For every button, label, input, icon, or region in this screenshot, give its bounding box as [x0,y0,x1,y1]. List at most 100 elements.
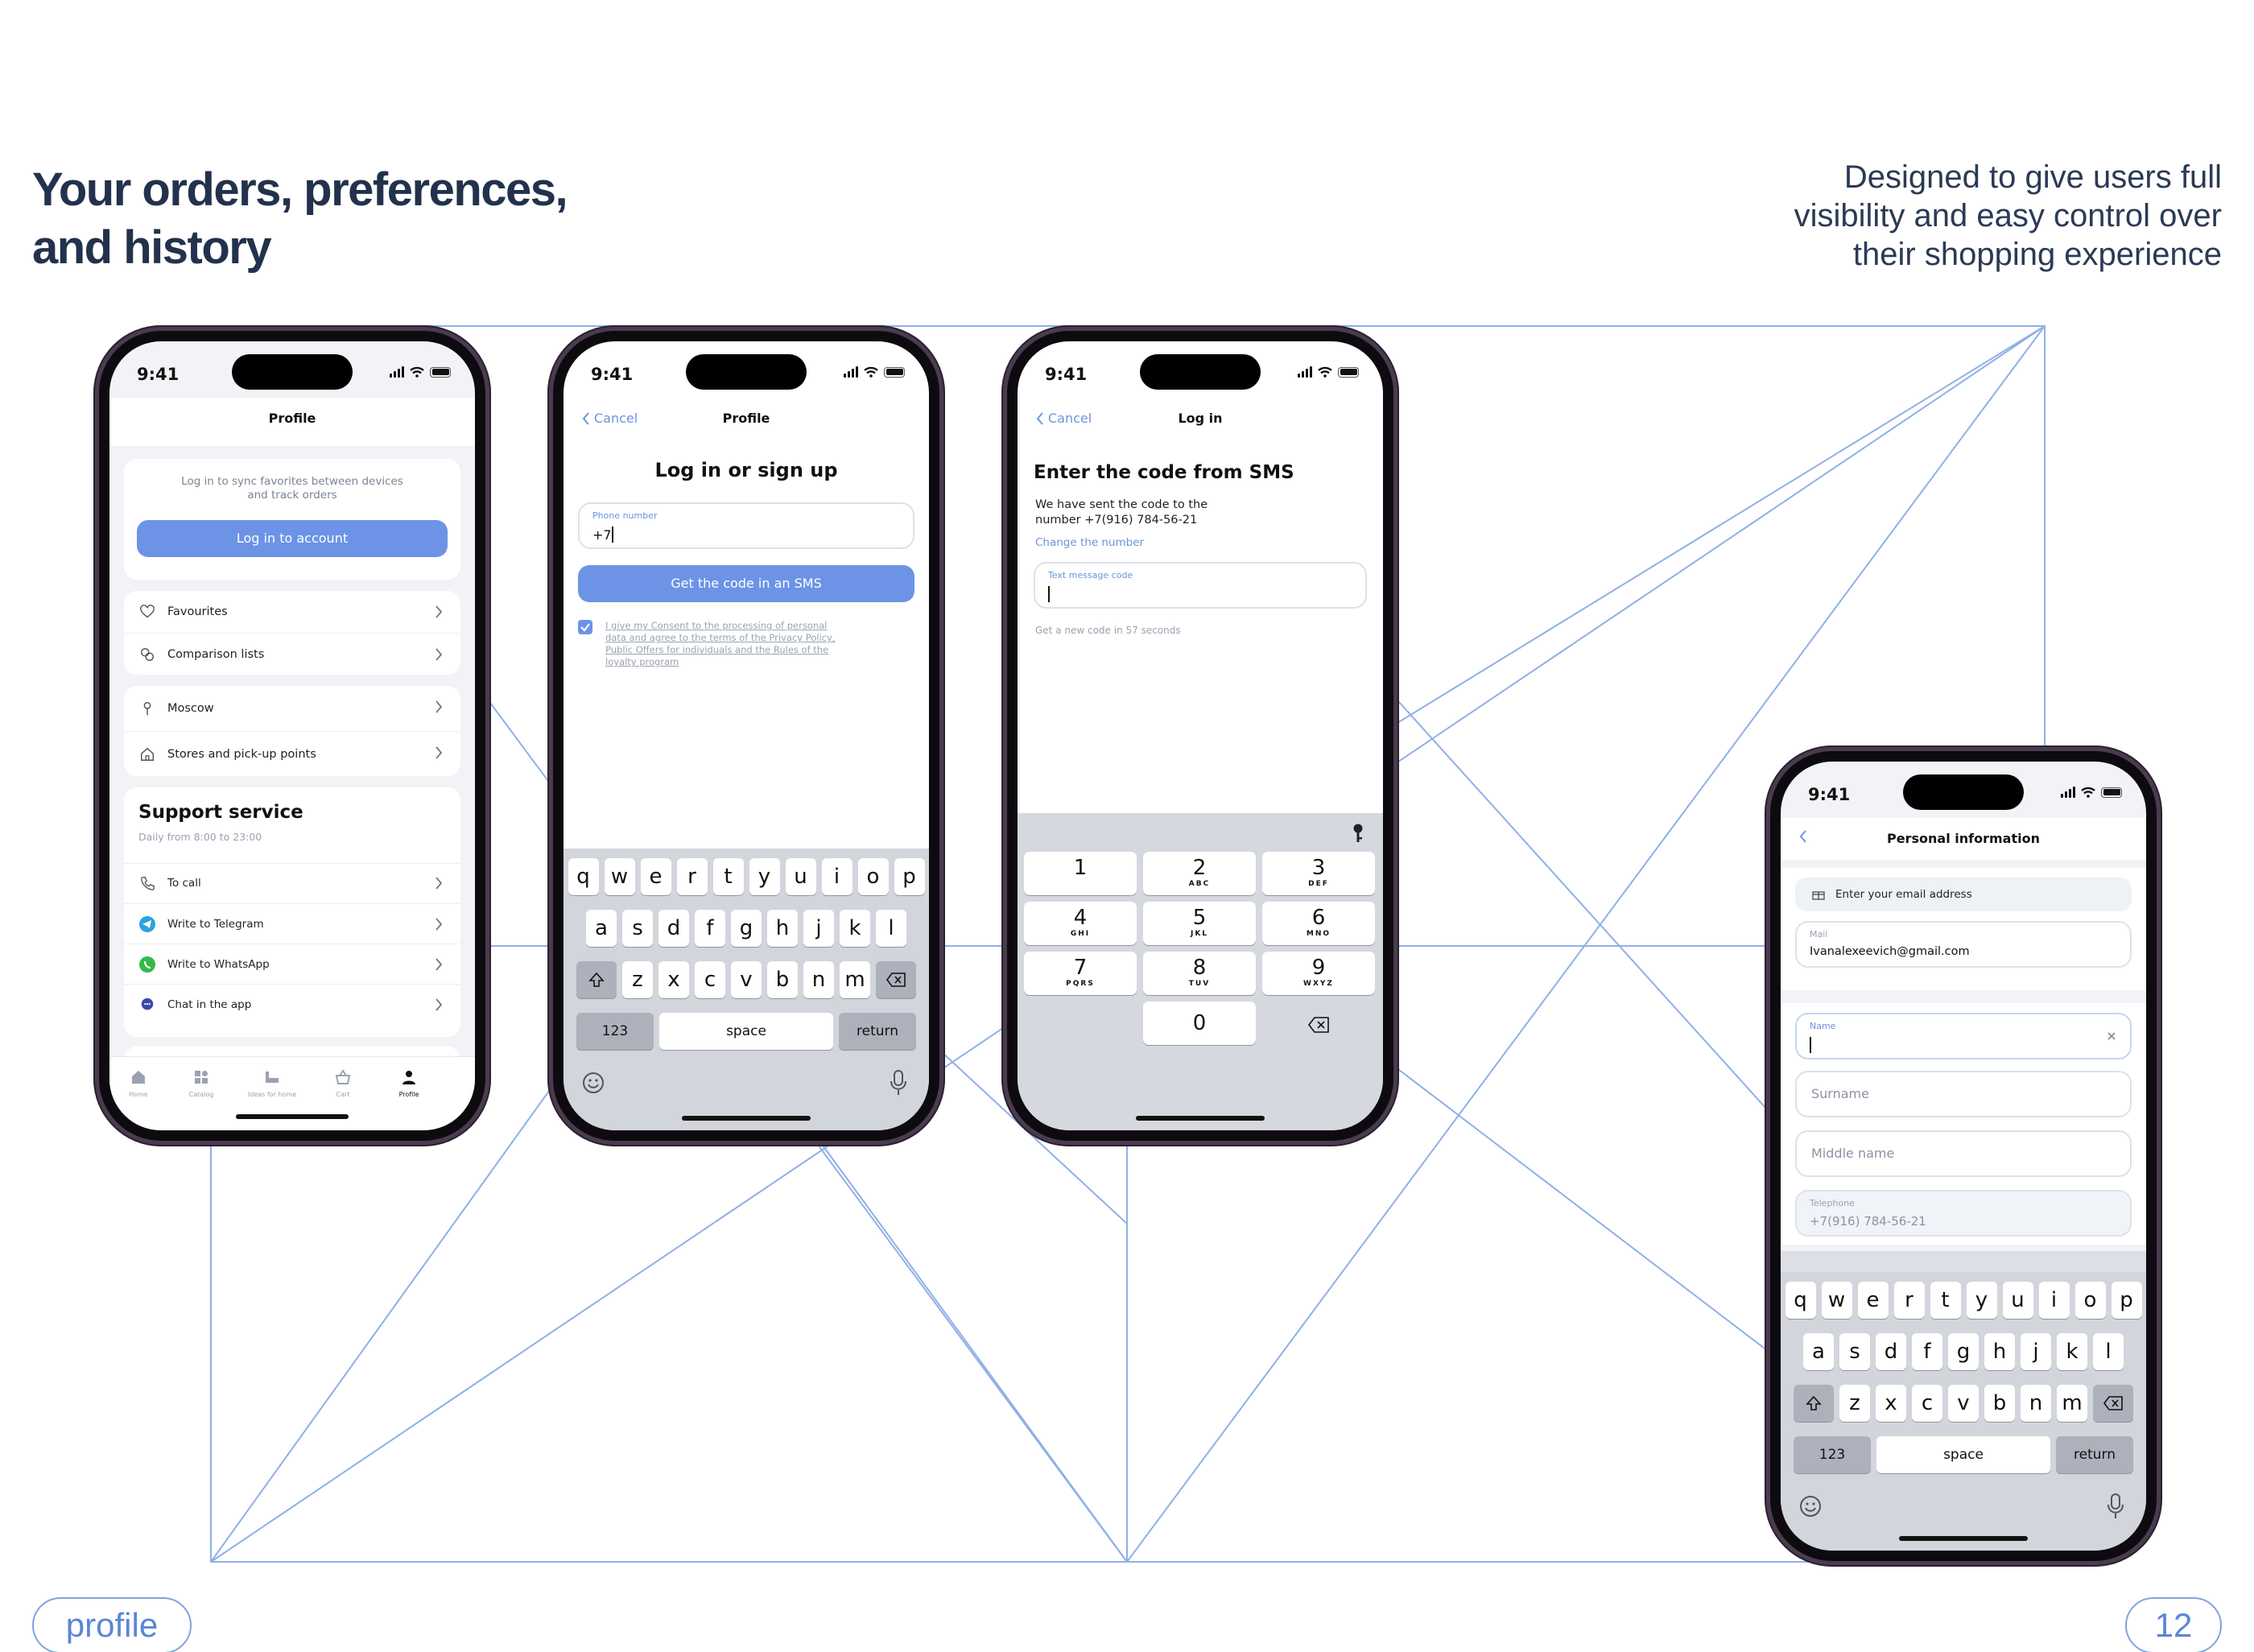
key-v[interactable]: v [731,961,762,998]
surname-field[interactable]: Surname [1795,1071,2132,1117]
key-o[interactable]: o [2074,1282,2106,1319]
support-item-whatsapp[interactable]: Write to WhatsApp [124,944,460,984]
key-i[interactable]: i [2038,1282,2070,1319]
key-l[interactable]: l [876,910,906,947]
tab-profile[interactable]: Profile [377,1068,441,1098]
key-p[interactable]: p [2111,1282,2142,1319]
key-x[interactable]: x [1876,1385,1906,1422]
get-code-sms-button[interactable]: Get the code in an SMS [578,565,914,602]
space-key[interactable]: space [659,1013,833,1050]
numpad-key-1[interactable]: 1 [1024,852,1137,895]
numbers-key[interactable]: 123 [1794,1436,1871,1473]
support-item-chat[interactable]: Chat in the app [124,984,460,1024]
key-u[interactable]: u [785,858,816,895]
menu-item-favourites[interactable]: Favourites [124,591,460,633]
consent-checkbox[interactable] [578,620,592,634]
key-a[interactable]: a [1803,1333,1834,1370]
key-s[interactable]: s [1839,1333,1870,1370]
shift-key[interactable] [576,961,617,998]
key-s[interactable]: s [622,910,653,947]
email-prompt-banner[interactable]: Enter your email address [1795,878,2132,911]
microphone-icon[interactable] [2106,1493,2125,1520]
support-item-call[interactable]: To call [124,863,460,903]
change-number-link[interactable]: Change the number [1035,536,1145,549]
key-q[interactable]: q [568,858,599,895]
tab-home[interactable]: Home [109,1068,171,1098]
key-t[interactable]: t [1930,1282,1961,1319]
key-n[interactable]: n [803,961,834,998]
key-u[interactable]: u [2002,1282,2033,1319]
delete-key[interactable] [1262,1005,1375,1048]
key-p[interactable]: p [894,858,925,895]
back-button[interactable] [1798,829,1808,844]
key-o[interactable]: o [857,858,889,895]
return-key[interactable]: return [2056,1436,2133,1473]
backspace-key[interactable] [876,961,916,998]
key-t[interactable]: t [712,858,744,895]
key-w[interactable]: w [604,858,635,895]
key-icon[interactable] [1351,823,1365,844]
key-l[interactable]: l [2093,1333,2124,1370]
space-key[interactable]: space [1876,1436,2050,1473]
cancel-button[interactable]: Cancel [581,411,638,426]
sms-code-field[interactable]: Text message code [1034,562,1367,609]
key-n[interactable]: n [2021,1385,2051,1422]
clear-icon[interactable] [2104,1029,2119,1043]
key-a[interactable]: a [586,910,617,947]
key-c[interactable]: c [695,961,725,998]
key-j[interactable]: j [803,910,834,947]
key-d[interactable]: d [658,910,689,947]
key-e[interactable]: e [1857,1282,1889,1319]
key-d[interactable]: d [1876,1333,1906,1370]
key-w[interactable]: w [1821,1282,1852,1319]
key-c[interactable]: c [1912,1385,1942,1422]
key-j[interactable]: j [2021,1333,2051,1370]
key-h[interactable]: h [1984,1333,2015,1370]
key-f[interactable]: f [1912,1333,1942,1370]
name-field[interactable]: Name [1795,1013,2132,1059]
key-b[interactable]: b [1984,1385,2015,1422]
mail-field[interactable]: Mail Ivanalexeevich@gmail.com [1795,921,2132,968]
middle-name-field[interactable]: Middle name [1795,1130,2132,1177]
key-v[interactable]: v [1948,1385,1979,1422]
tab-ideas[interactable]: Ideas for home [232,1068,312,1098]
return-key[interactable]: return [839,1013,916,1050]
key-z[interactable]: z [622,961,653,998]
key-h[interactable]: h [767,910,798,947]
menu-item-comparison[interactable]: Comparison lists [124,633,460,675]
backspace-key[interactable] [2093,1385,2133,1422]
cancel-button[interactable]: Cancel [1035,411,1092,426]
key-g[interactable]: g [731,910,762,947]
consent-text[interactable]: I give my Consent to the processing of p… [605,620,836,667]
tab-cart[interactable]: Cart [311,1068,375,1098]
menu-item-stores[interactable]: Stores and pick-up points [124,731,460,776]
login-to-account-button[interactable]: Log in to account [137,520,448,557]
key-x[interactable]: x [658,961,689,998]
key-r[interactable]: r [1893,1282,1925,1319]
tab-catalog[interactable]: Catalog [169,1068,233,1098]
key-y[interactable]: y [749,858,780,895]
numpad-key-0[interactable]: 0 [1143,1002,1256,1045]
emoji-icon[interactable] [1798,1494,1823,1518]
shift-key[interactable] [1794,1385,1834,1422]
emoji-icon[interactable] [581,1071,605,1095]
key-z[interactable]: z [1839,1385,1870,1422]
key-y[interactable]: y [1966,1282,1997,1319]
menu-item-city[interactable]: Moscow [124,686,460,731]
numbers-key[interactable]: 123 [576,1013,654,1050]
phone-number-field[interactable]: Phone number +7 [578,502,914,549]
key-b[interactable]: b [767,961,798,998]
key-q[interactable]: q [1785,1282,1816,1319]
key-f[interactable]: f [695,910,725,947]
key-k[interactable]: k [840,910,870,947]
key-r[interactable]: r [676,858,708,895]
key-k[interactable]: k [2057,1333,2087,1370]
key-m[interactable]: m [2057,1385,2087,1422]
